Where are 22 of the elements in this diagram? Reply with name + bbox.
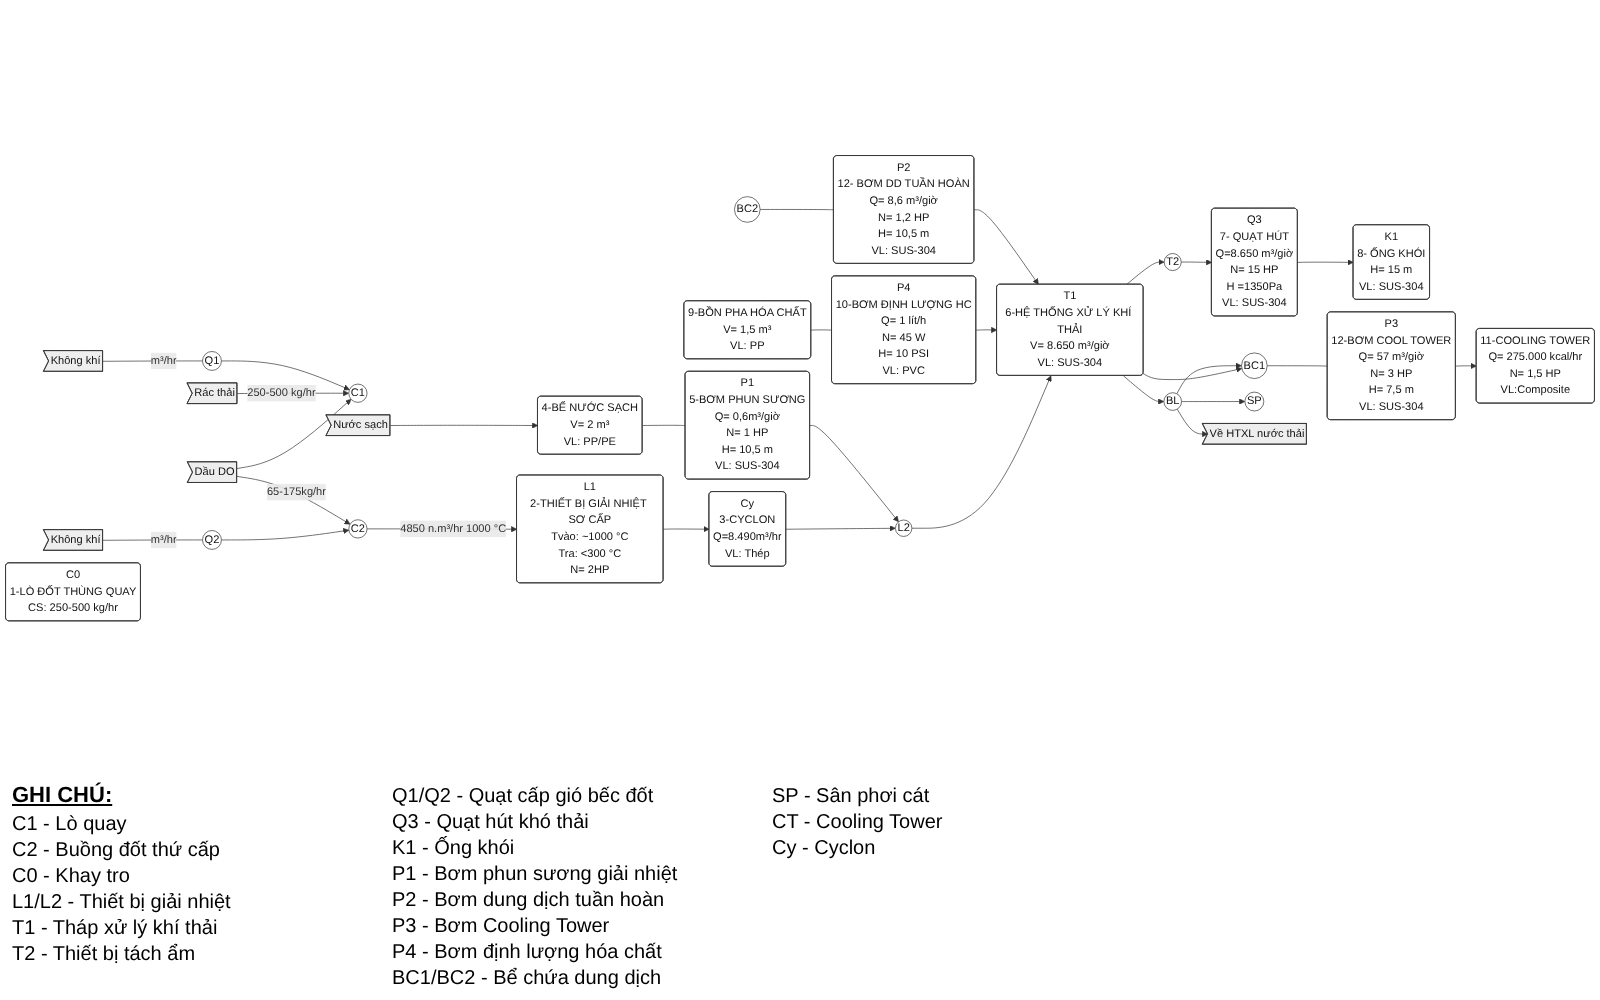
connector [642,424,686,426]
legend-heading: GHI CHÚ: [12,784,115,808]
connector [810,329,833,331]
legend-entry: C0 - Khay tro [12,864,132,890]
legend-entry: C2 - Buồng đốt thứ cấp [12,838,222,864]
legend-entry: T2 - Thiết bị tách ẩm [12,942,198,968]
connector [759,208,835,210]
legend-entry: P3 - Bơm Cooling Tower [392,914,612,940]
legend-entry: L1/L2 - Thiết bị giải nhiệt [12,890,233,916]
legend-entry: P1 - Bơm phun sương giải nhiệt [392,862,680,888]
legend-entry: BC1/BC2 - Bể chứa dung dịch [392,966,664,992]
connector [1266,365,1328,367]
legend-entry: P4 - Bơm định lượng hóa chất [392,940,664,966]
legend-entry: T1 - Tháp xử lý khí thải [12,916,220,942]
legend-entry: P2 - Bơm dung dịch tuần hoàn [392,888,667,914]
legend-entry: SP - Sân phơi cát [772,784,932,810]
legend-entry: Cy - Cyclon [772,836,878,862]
legend-entry: CT - Cooling Tower [772,810,945,836]
legend-entry: K1 - Ống khói [392,836,517,862]
legend-entry: Q1/Q2 - Quạt cấp gió bếc đốt [392,784,656,810]
legend-entry: C1 - Lò quay [12,812,129,838]
legend-entry: Q3 - Quạt hút khó thải [392,810,591,836]
